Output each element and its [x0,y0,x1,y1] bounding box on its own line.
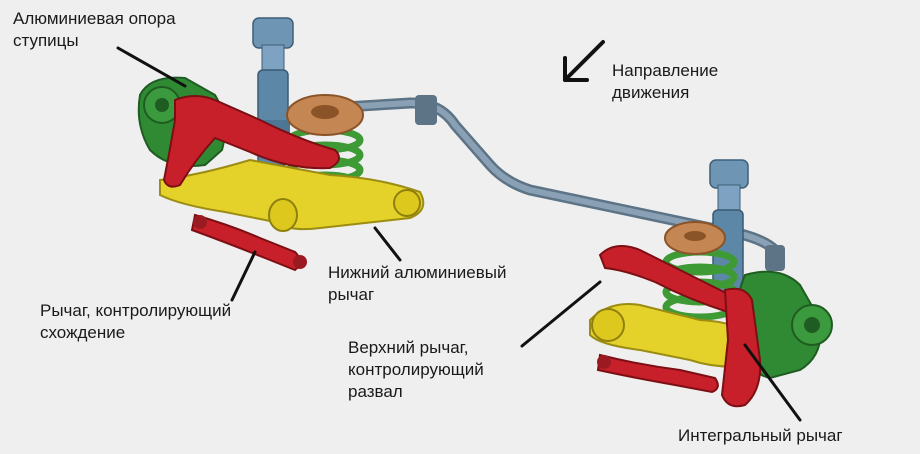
leader-camber-arm [520,280,602,348]
right-suspension-assembly [589,159,833,408]
direction-arrow [563,40,605,82]
leader-toe-arm [230,250,257,302]
label-toe-arm: Рычаг, контролирующий схождение [40,301,232,342]
label-camber-arm: Верхний рычаг, контролирующий развал [348,338,484,401]
label-lower-arm: Нижний алюминиевый рычаг [328,263,507,304]
label-integral-arm: Интегральный рычаг [678,426,843,445]
leader-lines [116,46,802,422]
right-toe-arm [596,353,719,394]
label-direction: Направление движения [612,61,719,102]
left-suspension-assembly [137,17,425,272]
left-lower-arm [159,158,425,231]
right-spring-seat [664,221,726,255]
stabilizer-bar [289,95,785,271]
right-integral-arm [720,287,762,408]
leader-lower-arm [373,226,402,262]
leader-hub-support [116,46,187,88]
label-hub-support: Алюминиевая опора ступицы [13,9,176,50]
leader-integral-arm [743,343,802,422]
left-upper-arm [162,95,340,188]
left-spring-seat [286,94,364,136]
